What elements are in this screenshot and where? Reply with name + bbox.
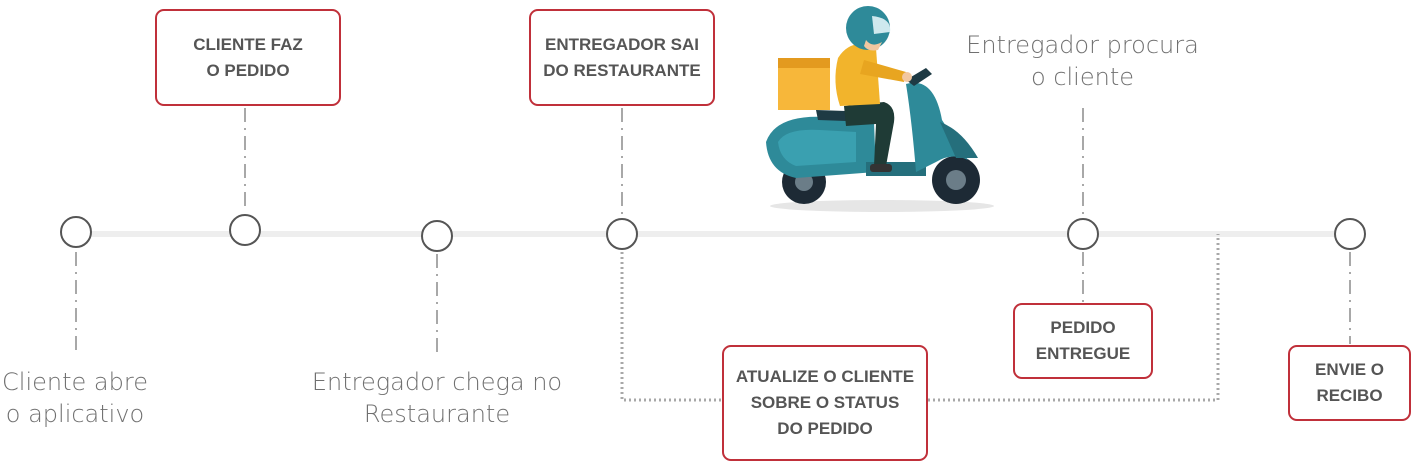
status-loop-left (620, 252, 722, 402)
step-entregador-sai: ENTREGADOR SAI DO RESTAURANTE (529, 9, 715, 106)
timeline-node-4 (606, 218, 638, 250)
step-cliente-abre: Cliente abre o aplicativo (2, 368, 148, 428)
step-entregador-procura: Entregador procura o cliente (966, 31, 1199, 91)
timeline-node-2 (229, 214, 261, 246)
delivery-scooter-icon (766, 6, 994, 212)
step-entregador-chega: Entregador chega no Restaurante (311, 368, 563, 428)
timeline-node-3 (421, 220, 453, 252)
timeline-node-5 (1067, 218, 1099, 250)
timeline-node-6 (1334, 218, 1366, 250)
step-atualize-cliente: ATUALIZE O CLIENTE SOBRE O STATUS DO PED… (722, 345, 928, 461)
status-loop-right (928, 234, 1220, 402)
step-cliente-faz-pedido: CLIENTE FAZ O PEDIDO (155, 9, 341, 106)
timeline-node-1 (60, 216, 92, 248)
step-pedido-entregue: PEDIDO ENTREGUE (1013, 303, 1153, 379)
step-envie-recibo: ENVIE O RECIBO (1288, 345, 1411, 421)
